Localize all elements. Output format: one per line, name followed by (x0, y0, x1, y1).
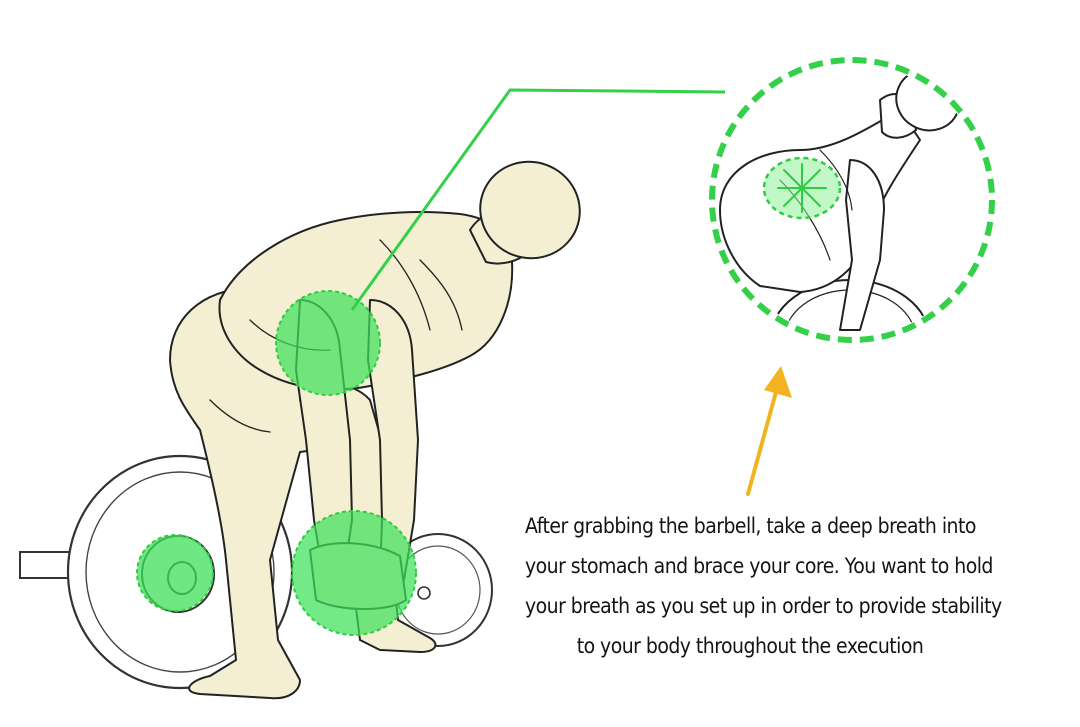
caption-line-3: your breath as you set up in order to pr… (525, 594, 1002, 618)
contour-line (209, 399, 271, 433)
highlight-zones (136, 290, 417, 636)
breath-arrows (777, 163, 827, 213)
caption-line-1: After grabbing the barbell, take a deep … (525, 514, 976, 538)
callout-line (350, 88, 726, 311)
zoom-contour (819, 149, 853, 211)
barbell-highlight (136, 534, 214, 612)
contour-line (419, 259, 463, 331)
up-arrow-icon (746, 366, 792, 496)
grip-highlight (291, 510, 417, 636)
caption-line-4: to your body throughout the execution (576, 634, 924, 658)
caption-line-2: your stomach and brace your core. You wa… (525, 554, 993, 578)
zoom-circle-border (709, 57, 995, 343)
contour-line (379, 239, 431, 331)
zoom-callout (709, 57, 995, 343)
stomach-highlight (275, 290, 381, 396)
instruction-caption: After grabbing the barbell, take a deep … (525, 506, 1002, 666)
back-plate-collar (417, 586, 431, 600)
front-plate-rim (85, 471, 275, 673)
head (479, 160, 581, 260)
zoom-breath-zone (762, 156, 842, 220)
